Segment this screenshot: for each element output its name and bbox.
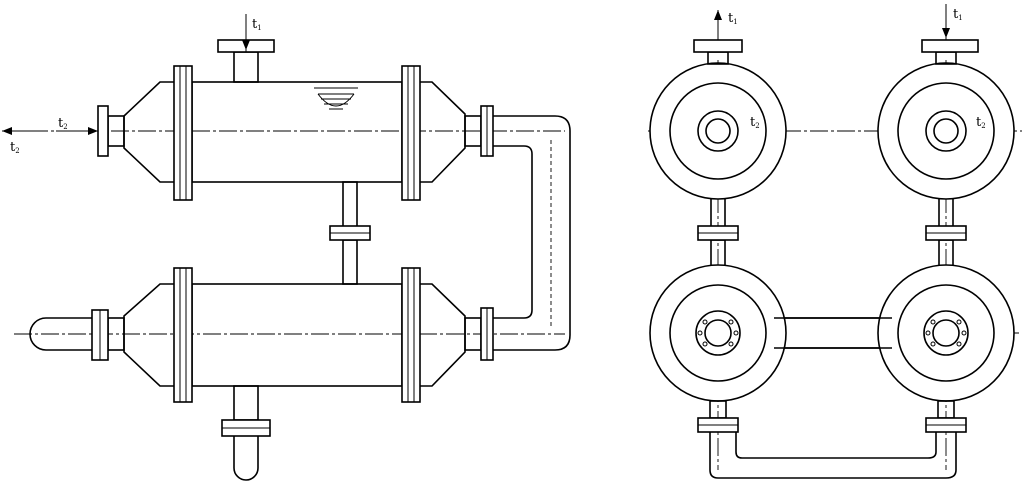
end-bottom-u-loop [697,400,967,479]
lower-shell-body [191,283,403,387]
side-t1-inlet-label: t1 [252,17,262,32]
bottom-left-shell [669,284,767,382]
bottom-right-shell [897,284,995,382]
lower-left-cone [123,283,174,387]
right-return-pipe [493,115,571,351]
bottom-right-nozzle [932,319,960,347]
liquid-level-symbol [314,87,358,110]
end-t2-label-left: t2 [750,115,760,130]
lower-bottom-nozzle [233,385,259,421]
end-t1-inlet-label: t1 [953,7,963,22]
connector-upper-segment [342,181,358,233]
side-view: t1 t2 t2 [2,14,571,481]
lower-right-cone [420,283,466,387]
end-horizontal-connector [773,317,893,349]
t1-inlet-arrow-head [242,40,250,50]
top-right-nozzle-flange [925,110,967,152]
top-left-shell [669,82,767,180]
top-right-top-nozzle-flange [921,39,979,53]
bottom-left-nozzle [704,319,732,347]
t1-outlet-arrow-head [714,10,722,20]
upper-right-cone [420,81,466,183]
lower-shell [14,267,565,481]
lower-left-flange [173,267,193,403]
t1-inlet-arrow-head-end [942,28,950,38]
upper-left-flange [173,65,193,201]
bottom-left-nozzle-flange [695,310,741,356]
lower-left-return-bend [29,317,92,351]
side-t2-inlet-label: t2 [58,116,68,131]
end-t2-label-right: t2 [976,115,986,130]
end-bottom-right-exchanger [877,264,1015,402]
top-right-nozzle [933,118,959,144]
bottom-right-nozzle-flange [923,310,969,356]
lower-right-flange [401,267,421,403]
shell-connector-pipe [329,181,371,285]
end-bottom-left-exchanger [649,264,787,402]
t2-inlet-arrow-head [88,127,98,135]
upper-shell [30,14,565,201]
end-top-left-exchanger [649,10,787,200]
bottom-right-bolt-holes [925,319,967,347]
upper-left-cone [123,81,174,183]
top-left-top-nozzle-flange [693,39,743,53]
end-top-right-exchanger [877,4,1015,200]
bottom-left-bolt-holes [697,319,739,347]
upper-left-nozzle-flange [97,105,109,157]
upper-shell-body [191,81,403,183]
lower-bottom-return-bend [233,436,259,481]
top-left-nozzle-flange [697,110,739,152]
return-pipe-inner [493,145,533,319]
u-loop-inner [735,432,937,459]
end-t1-outlet-label: t1 [728,11,738,26]
upper-right-flange [401,65,421,201]
u-loop-outer [709,432,957,479]
top-right-shell [897,82,995,180]
upper-top-nozzle [233,51,259,83]
end-view: t1 t1 t2 t2 [648,4,1022,479]
top-left-nozzle [705,118,731,144]
connector-lower-segment [342,239,358,285]
side-t2-outlet-label: t2 [10,140,20,155]
return-pipe-outer [493,115,571,351]
t2-outlet-arrow-head [2,127,12,135]
